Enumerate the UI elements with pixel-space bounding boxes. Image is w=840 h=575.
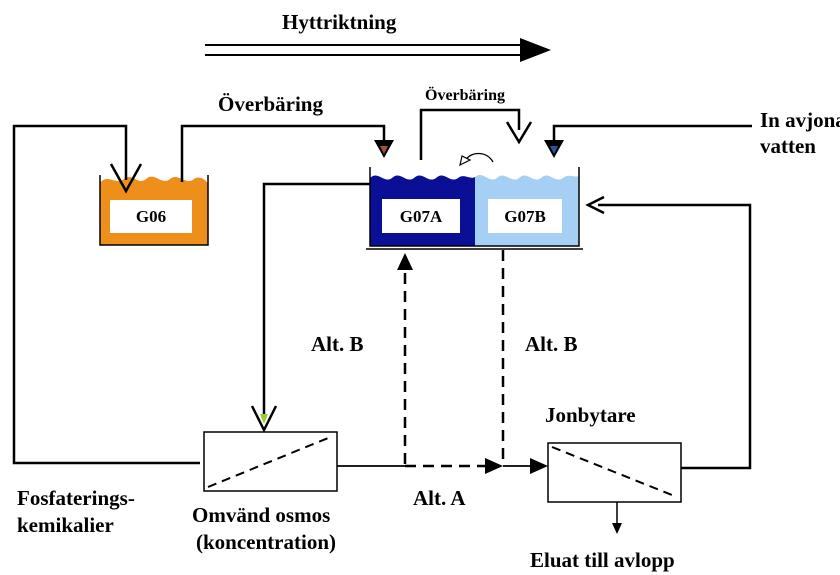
ro-label-line1: Omvänd osmos (192, 503, 330, 527)
return-line-to-g07b (585, 195, 752, 470)
alt-b-left-label: Alt. B (311, 332, 364, 356)
eluate-drain (612, 502, 622, 534)
ro-unit (203, 431, 338, 492)
eluate-label: Eluat till avlopp (530, 548, 675, 572)
cascade-arrow (459, 152, 494, 167)
alt-b-right-label: Alt. B (525, 332, 578, 356)
alt-b-left-path (397, 253, 413, 464)
ion-exchanger-label: Jonbytare (545, 403, 636, 427)
inlet-label-line1: In avjonat (760, 108, 840, 132)
tank-g07b: G07B (475, 174, 579, 246)
tank-g07a-label: G07A (400, 207, 443, 226)
tank-g07b-label: G07B (504, 207, 546, 226)
tank-g07-outline (369, 167, 580, 247)
ion-exchanger-feed (503, 458, 548, 474)
return-line-to-g06 (12, 124, 200, 465)
transfer-label-left: Överbäring (218, 92, 323, 116)
alt-a-path (405, 458, 503, 474)
inlet-line (544, 124, 752, 158)
tank-g06: G06 (99, 175, 209, 246)
overflow-g06-to-g07a (180, 124, 394, 182)
chemicals-label-line1: Fosfaterings- (17, 486, 135, 510)
ion-exchanger-unit (547, 442, 682, 503)
inlet-label-line2: vatten (760, 134, 816, 158)
transfer-label-right: Överbäring (425, 86, 505, 104)
alt-a-label: Alt. A (413, 486, 466, 510)
overflow-g07a-to-g07b (419, 108, 533, 160)
direction-arrow (205, 38, 551, 62)
tank-g07a: G07A (370, 175, 475, 246)
feed-line-g07a-to-ro (250, 182, 370, 433)
chemicals-label-line2: kemikalier (17, 513, 114, 537)
ro-label-line2: (koncentration) (196, 530, 336, 554)
direction-label: Hyttriktning (282, 10, 397, 34)
tank-g06-label: G06 (136, 207, 166, 226)
